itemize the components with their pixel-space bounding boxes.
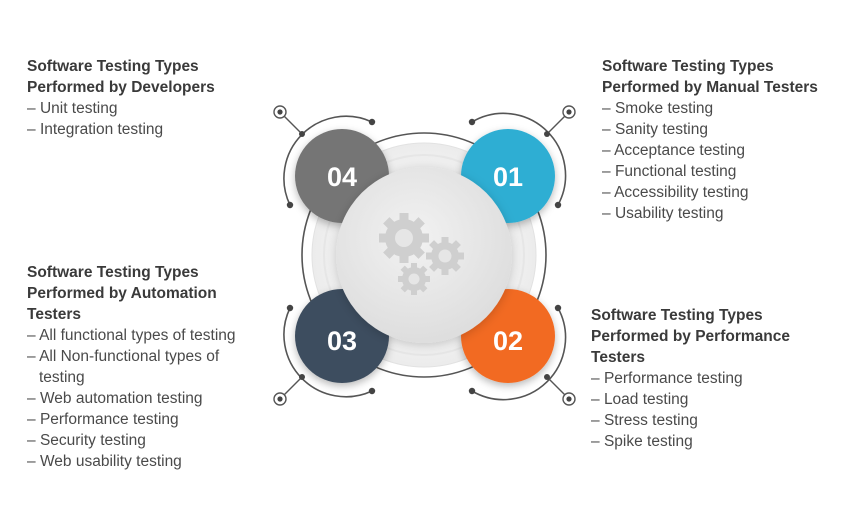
manual-title-line2: Performed by Manual Testers (602, 79, 818, 96)
list-item: – Security testing (27, 432, 146, 449)
target-dot-04 (273, 105, 287, 119)
performance-title-line3: Testers (591, 349, 645, 366)
automation-title-line2: Performed by Automation (27, 285, 217, 302)
list-item: – Sanity testing (602, 121, 708, 138)
arc-dots (286, 118, 562, 395)
circle-01-label: 01 (493, 162, 523, 192)
performance-title-line1: Software Testing Types (591, 307, 763, 324)
performance-testers-block: Software Testing Types Performed by Perf… (591, 305, 841, 452)
list-item: – Accessibility testing (602, 184, 749, 201)
list-item: – Stress testing (591, 412, 698, 429)
list-item: – Performance testing (27, 411, 179, 428)
list-item: – Functional testing (602, 163, 737, 180)
developers-title-line2: Performed by Developers (27, 79, 215, 96)
list-item: – Usability testing (602, 205, 724, 222)
list-item: – All Non-functional types of testing (27, 348, 220, 386)
list-item: – Performance testing (591, 370, 743, 387)
target-dot-01 (562, 105, 576, 119)
automation-testers-block: Software Testing Types Performed by Auto… (27, 262, 267, 472)
list-item: – Web automation testing (27, 390, 203, 407)
center-circle (336, 167, 512, 343)
list-item: – All functional types of testing (27, 327, 236, 344)
list-item: – Unit testing (27, 100, 118, 117)
manual-title-line1: Software Testing Types (602, 58, 774, 75)
list-item: – Acceptance testing (602, 142, 746, 159)
manual-testers-block: Software Testing Types Performed by Manu… (602, 56, 847, 224)
list-item: – Smoke testing (602, 100, 714, 117)
list-item: – Integration testing (27, 121, 164, 138)
outer-ring (301, 132, 547, 378)
developers-block: Software Testing Types Performed by Deve… (27, 56, 267, 140)
arc-01 (471, 112, 567, 206)
automation-title-line1: Software Testing Types (27, 264, 199, 281)
developers-title-line1: Software Testing Types (27, 58, 199, 75)
list-item: – Load testing (591, 391, 689, 408)
circle-04-label: 04 (327, 162, 357, 192)
circle-02-label: 02 (493, 326, 523, 356)
performance-title-line2: Performed by Performance (591, 328, 790, 345)
inner-halo-ring (323, 154, 525, 356)
circle-03-label: 03 (327, 326, 357, 356)
list-item: – Web usability testing (27, 453, 182, 470)
target-dot-03 (273, 392, 287, 406)
target-dot-02 (562, 392, 576, 406)
gears-icon (379, 213, 464, 295)
automation-title-line3: Testers (27, 306, 81, 323)
arc-02 (471, 307, 567, 401)
list-item: – Spike testing (591, 433, 693, 450)
